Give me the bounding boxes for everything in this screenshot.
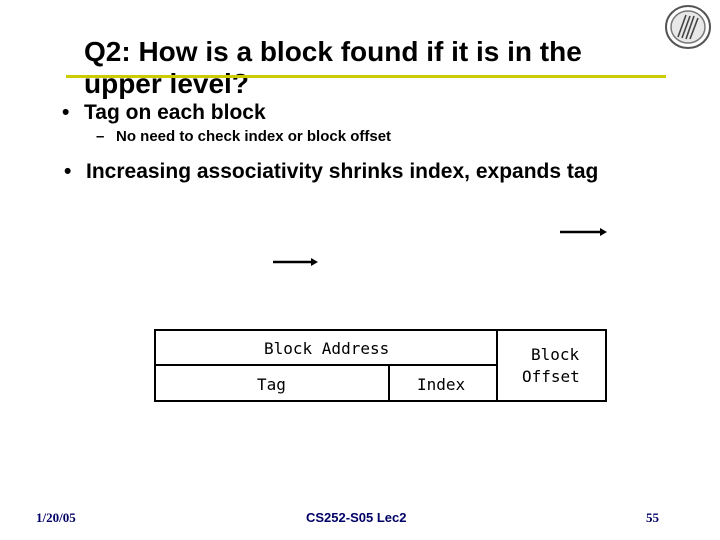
footer-date: 1/20/05 (36, 510, 76, 525)
bullet-marker: • (62, 101, 70, 124)
sub-bullet-no-need: – No need to check index or block offset (96, 128, 392, 145)
university-seal-icon (665, 5, 711, 49)
slide-title: Q2: How is a block found if it is in the… (84, 36, 582, 99)
block-offset-label-line2: Offset (522, 367, 580, 386)
arrow-right-icon (273, 258, 318, 266)
bullet-tag-on-each-block: • Tag on each block (62, 100, 266, 125)
arrow-right-icon (560, 228, 607, 236)
bullet-marker: • (64, 160, 72, 183)
tag-field-label: Tag (257, 375, 286, 394)
footer-course: CS252-S05 Lec2 (306, 510, 407, 525)
sub-bullet-text: No need to check index or block offset (116, 128, 392, 145)
page-number: 55 (646, 510, 659, 525)
bullet-text: Tag on each block (84, 101, 266, 124)
bullet-text: Increasing associativity shrinks index, … (86, 160, 599, 183)
block-address-label: Block Address (264, 339, 390, 358)
block-address-boxes (154, 329, 607, 402)
bullet-increasing-associativity: • Increasing associativity shrinks index… (64, 159, 656, 184)
title-underline (66, 75, 666, 78)
block-offset-label-line1: Block (531, 345, 580, 364)
sub-bullet-marker: – (96, 128, 105, 145)
block-address-diagram: Block Address Tag Index Block Offset (154, 329, 608, 402)
index-field-label: Index (417, 375, 466, 394)
